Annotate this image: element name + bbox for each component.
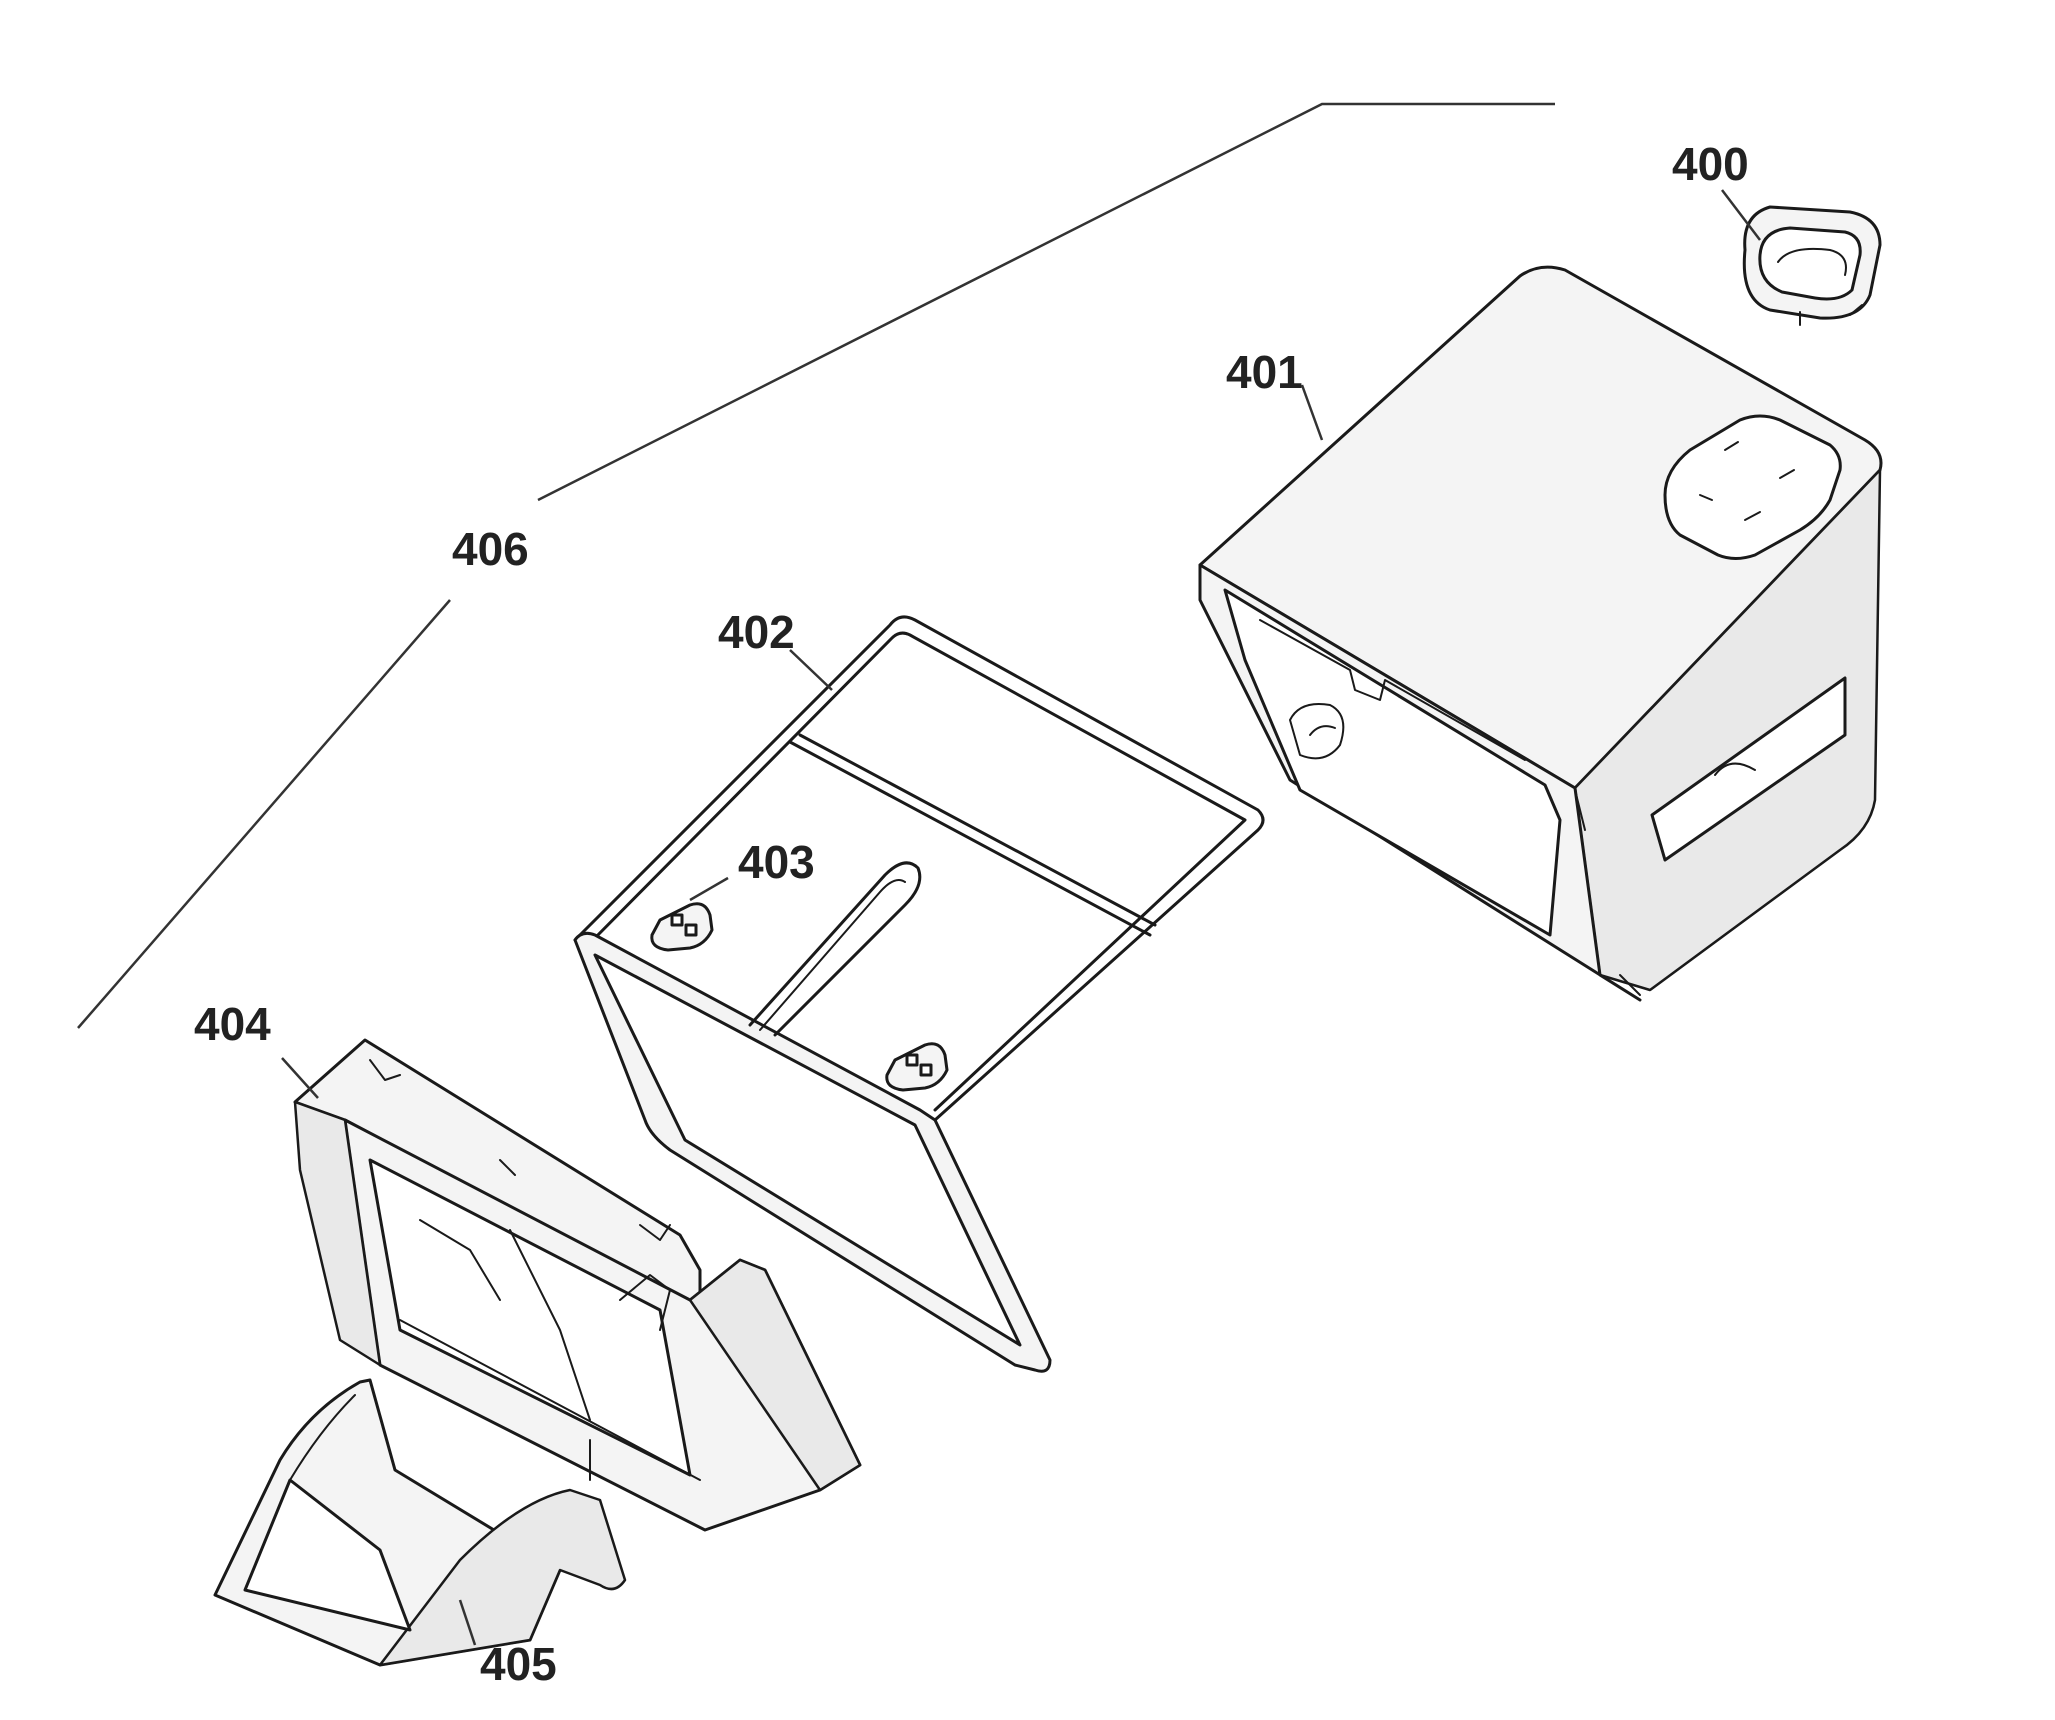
label-404: 404 <box>194 998 271 1050</box>
part-404-front-plate[interactable] <box>293 1038 862 1532</box>
label-401: 401 <box>1226 346 1303 398</box>
part-405-chute[interactable] <box>213 1378 627 1667</box>
part-400-clip[interactable] <box>1742 205 1882 326</box>
part-401-bag-cover[interactable] <box>1198 265 1883 1002</box>
part-403-clip[interactable] <box>650 902 949 1092</box>
assembly-406-bracket <box>77 102 1555 1029</box>
label-405: 405 <box>480 1638 557 1690</box>
label-400: 400 <box>1672 138 1749 190</box>
leader-lines <box>281 189 1761 1646</box>
label-406: 406 <box>452 523 529 575</box>
label-403: 403 <box>738 836 815 888</box>
part-402-frame[interactable] <box>573 615 1265 1373</box>
label-402: 402 <box>718 606 795 658</box>
